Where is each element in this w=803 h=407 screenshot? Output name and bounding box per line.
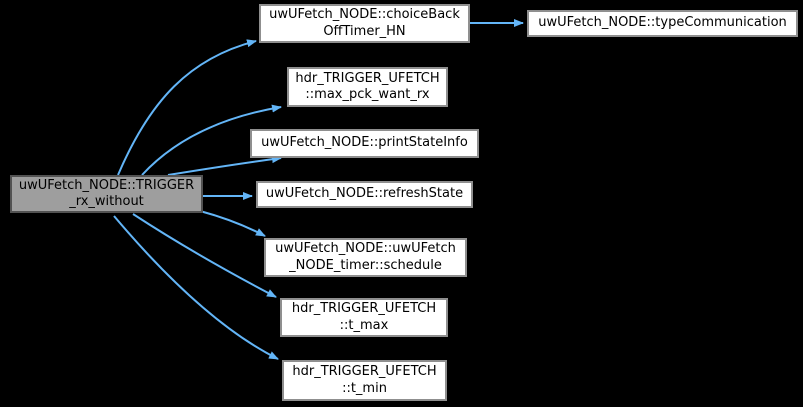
edge-main-to-tmax xyxy=(132,213,277,298)
node-refreshstate[interactable]: uwUFetch_NODE::refreshState xyxy=(256,181,473,208)
node-typecommunication[interactable]: uwUFetch_NODE::typeCommunication xyxy=(527,10,798,37)
edge-main-to-printstate xyxy=(167,155,282,176)
edge-main-to-tmin xyxy=(113,215,279,360)
edge-main-to-choiceback xyxy=(117,39,257,176)
node-printstateinfo[interactable]: uwUFetch_NODE::printStateInfo xyxy=(250,129,479,158)
edge-main-to-schedule xyxy=(199,210,266,237)
edge-main-to-maxpck xyxy=(141,104,282,176)
node-choicebackofftimer-hn[interactable]: uwUFetch_NODE::choiceBack OffTimer_HN xyxy=(259,4,470,43)
node-trigger-rx-without: uwUFetch_NODE::TRIGGER _rx_without xyxy=(10,175,203,213)
node-t-min[interactable]: hdr_TRIGGER_UFETCH ::t_min xyxy=(282,360,447,401)
node-max-pck-want-rx[interactable]: hdr_TRIGGER_UFETCH ::max_pck_want_rx xyxy=(287,67,448,107)
node-t-max[interactable]: hdr_TRIGGER_UFETCH ::t_max xyxy=(280,298,448,337)
node-timer-schedule[interactable]: uwUFetch_NODE::uwUFetch _NODE_timer::sch… xyxy=(264,238,467,277)
